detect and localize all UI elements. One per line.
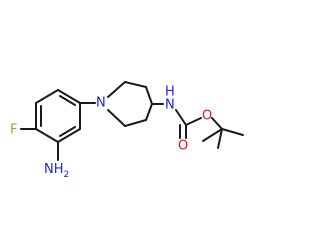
carbonyl-oxygen-label: O — [178, 139, 188, 154]
bond — [35, 128, 59, 143]
bond-tbu-right — [221, 128, 244, 136]
bond-tbu-up — [217, 128, 223, 149]
bond — [124, 119, 147, 127]
bond — [107, 109, 126, 127]
double-bond-inner — [59, 126, 76, 137]
bond-n-c — [175, 109, 187, 126]
molecule-diagram: F NH2 N H N O O — [10, 81, 244, 180]
bond — [35, 89, 59, 104]
structure-canvas: F NH2 N H N O O — [10, 81, 244, 180]
amine-label: NH2 — [44, 162, 69, 180]
bond — [145, 86, 153, 105]
bond — [107, 81, 126, 98]
bond-tbu-left — [202, 128, 223, 142]
bond — [57, 89, 81, 104]
benzene-ring — [35, 89, 81, 143]
ester-oxygen-label: O — [202, 109, 212, 124]
ring-nitrogen-label: N — [96, 96, 106, 111]
bond — [124, 81, 147, 88]
carbamate-h-label: H — [165, 85, 175, 100]
amine-symbol: NH — [44, 162, 64, 177]
bond-c-o-ester — [185, 117, 202, 126]
carbamate-n-label: N — [165, 98, 175, 113]
fluorine-label: F — [10, 123, 17, 138]
amine-subscript: 2 — [64, 170, 70, 180]
bond — [57, 128, 81, 143]
bond — [145, 103, 153, 121]
bond-o-c — [211, 117, 223, 130]
double-bond-inner — [59, 95, 76, 106]
piperidine-ring — [107, 81, 153, 127]
